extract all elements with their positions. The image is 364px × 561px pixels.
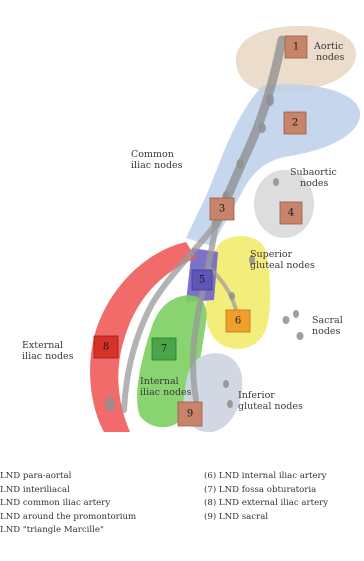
label-sacral-line1: Sacral (312, 315, 343, 326)
label-subaortic-line1: Subaortic (290, 167, 337, 178)
label-superior-gluteal-line1: Superior (250, 249, 293, 260)
label-superior-gluteal-line2: gluteal nodes (250, 260, 315, 271)
node-blob (223, 380, 229, 388)
node-blob (229, 292, 235, 300)
marker-7-number: 7 (161, 344, 167, 355)
marker-1: 1 (285, 36, 307, 58)
marker-4: 4 (280, 202, 302, 224)
marker-8: 8 (94, 336, 118, 358)
marker-8-number: 8 (103, 342, 109, 353)
label-external-iliac-line2: iliac nodes (22, 351, 74, 362)
marker-7: 7 (152, 338, 176, 360)
label-common-iliac-line2: iliac nodes (131, 160, 183, 171)
node-blob (105, 397, 115, 411)
label-sacral: Sacral nodes (312, 315, 346, 337)
node-blob (258, 123, 266, 133)
marker-5-number: 5 (199, 275, 205, 286)
label-common-iliac-line1: Common (131, 149, 174, 160)
marker-1-number: 1 (293, 42, 299, 53)
marker-5: 5 (192, 270, 212, 290)
legend-item-sacral: (9) LND sacral (204, 511, 364, 525)
node-blob (283, 316, 290, 324)
marker-9-number: 9 (187, 409, 193, 420)
label-superior-gluteal: Superior gluteal nodes (250, 249, 315, 271)
marker-3: 3 (210, 198, 234, 220)
label-inferior-gluteal: Inferior gluteal nodes (238, 390, 303, 412)
marker-3-number: 3 (219, 204, 225, 215)
marker-9: 9 (178, 402, 202, 426)
label-aortic: Aortic nodes (313, 41, 346, 63)
marker-2: 2 (284, 112, 306, 134)
legend-item-promontorium: LND around the promontorium (0, 511, 192, 525)
marker-2-number: 2 (292, 118, 298, 129)
node-blob (273, 178, 279, 186)
marker-6-number: 6 (235, 316, 241, 327)
legend-item-common-iliac: LND common iliac artery (0, 497, 192, 511)
label-sacral-line2: nodes (312, 326, 341, 337)
marker-4-number: 4 (288, 208, 294, 219)
node-blob (227, 400, 233, 408)
label-inferior-gluteal-line1: Inferior (238, 390, 275, 401)
marker-6: 6 (226, 310, 250, 332)
node-blob (237, 159, 244, 169)
legend-item-external-iliac: (8) LND external iliac artery (204, 497, 364, 511)
node-blob (293, 310, 299, 318)
label-common-iliac: Common iliac nodes (131, 149, 183, 171)
node-blob (297, 332, 304, 340)
node-blob (266, 94, 274, 106)
label-inferior-gluteal-line2: gluteal nodes (238, 401, 303, 412)
legend-item-para-aortal: LND para-aortal (0, 470, 192, 484)
label-internal-iliac-line1: Internal (140, 376, 179, 387)
legend-item-fossa-obturatoria: (7) LND fossa obturatoria (204, 484, 364, 498)
legend-left-column: LND para-aortal LND interiliacal LND com… (0, 470, 192, 538)
legend-item-triangle-marcille: LND "triangle Marcille" (0, 524, 192, 538)
legend-item-interiliacal: LND interiliacal (0, 484, 192, 498)
legend-item-internal-iliac: (6) LND internal iliac artery (204, 470, 364, 484)
legend-right-column: (6) LND internal iliac artery (7) LND fo… (204, 470, 364, 524)
label-aortic-line2: nodes (316, 52, 345, 63)
lymph-node-diagram: Aortic nodes Common iliac nodes Subaorti… (0, 0, 364, 440)
label-external-iliac: External iliac nodes (22, 340, 74, 362)
label-external-iliac-line1: External (22, 340, 63, 351)
label-internal-iliac-line2: iliac nodes (140, 387, 192, 398)
label-subaortic-line2: nodes (300, 178, 329, 189)
label-aortic-line1: Aortic (313, 41, 343, 52)
